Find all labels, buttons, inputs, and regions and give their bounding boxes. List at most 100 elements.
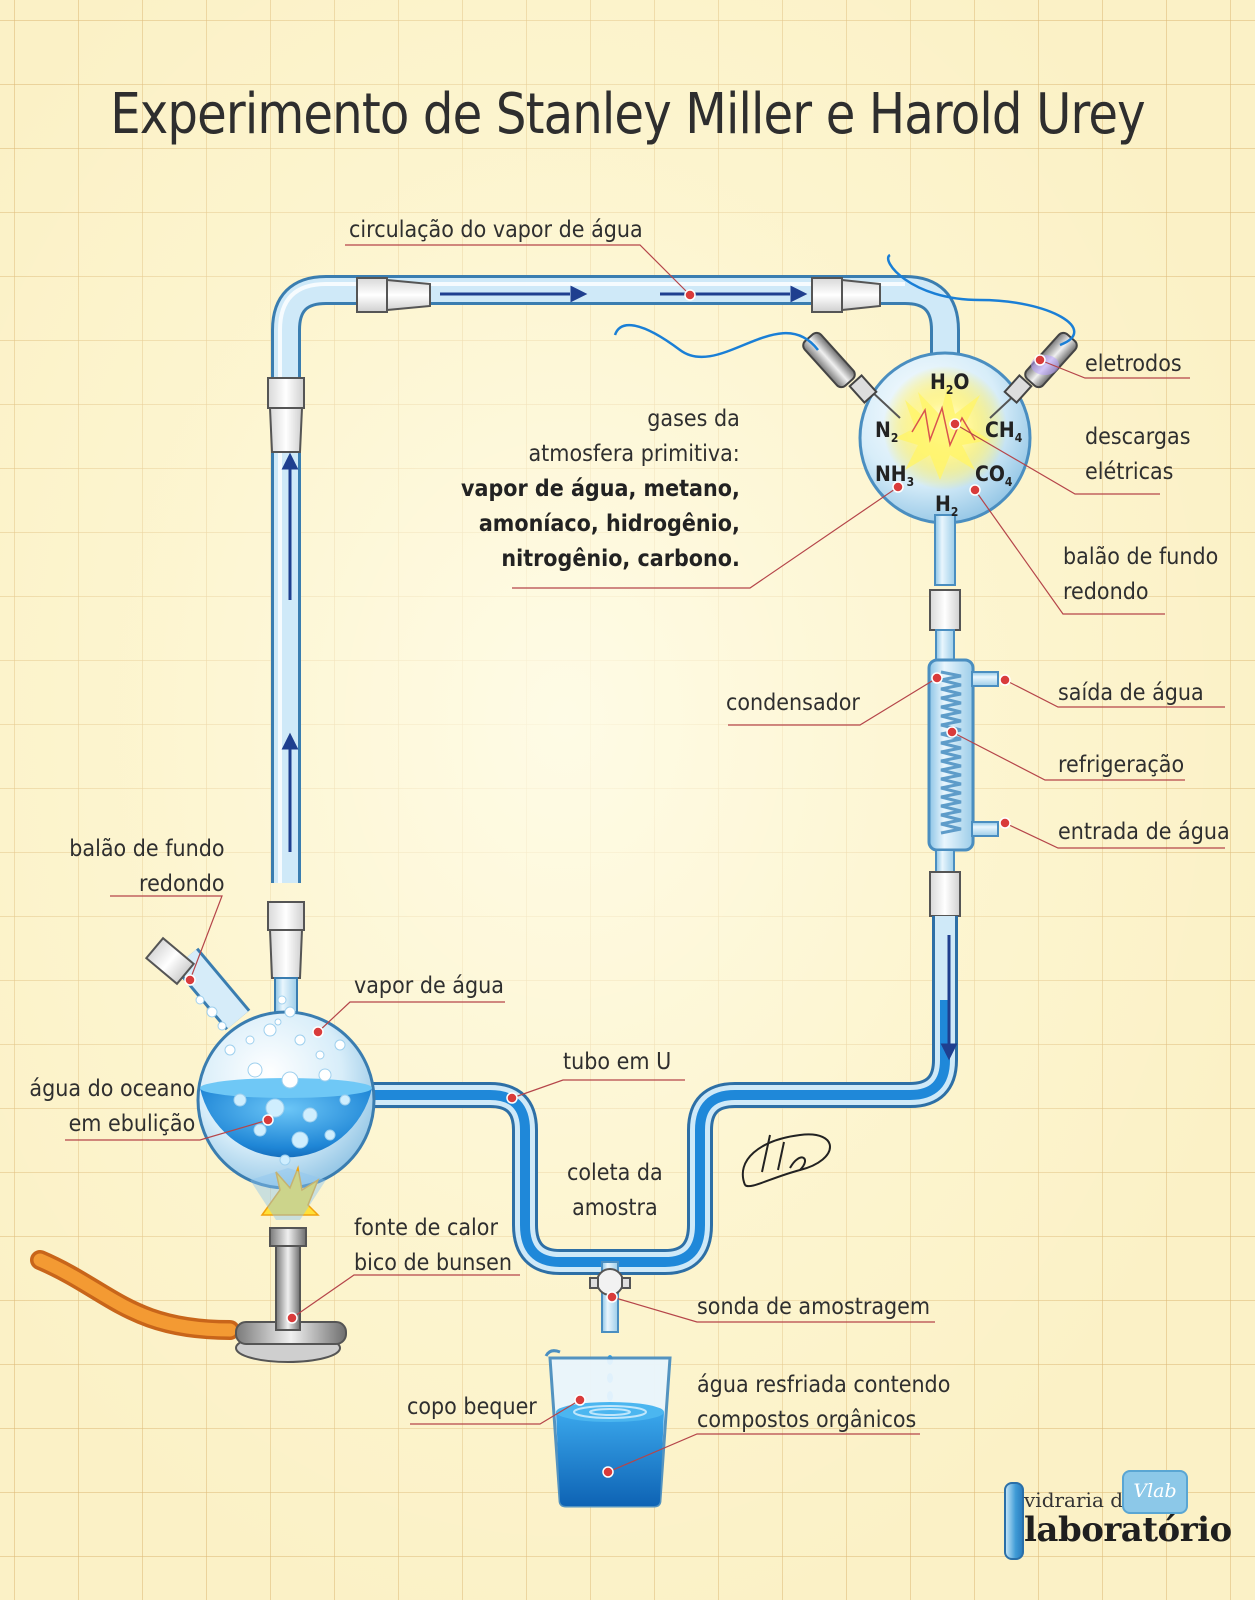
leader-line [1039,359,1190,379]
condenser-unit [927,589,999,917]
bunsen-burner [30,1165,347,1363]
leader-line [291,1274,520,1319]
page-title: Experimento de Stanley Miller e Harold U… [110,82,1145,147]
pointer-dot [262,1114,274,1126]
bubble [324,1129,336,1141]
vapor-tube [271,275,960,883]
bubble [265,1098,285,1118]
pointer-dot [506,1092,518,1104]
bubble [263,1023,277,1037]
leader-line [512,486,899,589]
leader-line [65,1119,269,1141]
label-pointers [65,244,1225,1478]
pointer-dot [312,1026,324,1038]
vidraria-logo: vidraria de laboratório Vlab [1000,1470,1240,1570]
leader-line [1004,679,1225,708]
bubble [217,1021,227,1031]
pointer-dot [892,481,904,493]
pointer-dot [969,484,981,496]
bubble [302,1107,318,1123]
bubble [247,1062,263,1078]
label-cooling: refrigeração [1058,752,1185,778]
label-sampling-probe: sonda de amostragem [697,1294,931,1320]
label-water-vapor: vapor de água [354,973,504,999]
bubble [315,1050,325,1060]
pointer-dot [949,418,961,430]
leader-line [110,895,223,981]
bubble [274,1018,282,1026]
boiling-flask [144,936,376,1190]
pointer-dot [999,817,1011,829]
bubble [291,1131,309,1149]
bubble [318,1068,332,1082]
bubble [206,1006,218,1018]
bubble [339,1094,351,1106]
bubble [224,1044,236,1056]
leader-line [607,1433,920,1473]
bubble [334,1039,346,1051]
leader-line [974,489,1165,615]
bubble [279,1154,291,1166]
bubble [284,1006,296,1018]
bubble [195,995,205,1005]
leader-line [728,677,938,726]
bubble [277,995,287,1005]
leader-line [611,1296,935,1323]
bubble [294,1034,306,1046]
pointer-dot [286,1312,298,1324]
gas-co4: CO4 [975,462,1013,490]
bubble [281,1071,299,1089]
label-water-out: saída de água [1058,680,1204,706]
electrode-wires [613,253,1076,358]
label-water-in: entrada de água [1058,819,1230,845]
electrode-left [802,331,901,419]
label-u-tube: tubo em U [563,1049,672,1075]
artist-signature [742,1133,831,1188]
label-gases-list: vapor de água, metano,amoníaco, hidrogên… [461,476,740,572]
leader-line [954,423,1160,495]
beaker [544,1349,672,1508]
gas-ch4: CH4 [985,418,1023,446]
pointer-dot [606,1291,618,1303]
gas-n2: N2 [875,418,899,446]
test-tube-icon [1004,1482,1024,1560]
sampling-stopcock [589,1261,631,1401]
leader-line [1004,822,1225,849]
bubble [233,1093,247,1107]
reaction-flask [858,351,1032,586]
u-tube [370,916,958,1275]
pointer-dot [574,1394,586,1406]
gas-nh3: NH3 [875,462,915,490]
leader-line [410,1399,581,1425]
bubble [253,1123,267,1137]
pointer-dot [684,289,696,301]
pointer-dot [946,726,958,738]
pointer-dot [931,672,943,684]
gas-h2o: H2O [930,370,970,398]
leader-line [345,244,691,296]
pointer-dot [184,974,196,986]
label-vapor-circulation: circulação do vapor de água [349,217,643,243]
gas-h2: H2 [935,492,959,520]
pointer-dot [1034,354,1046,366]
leader-line [317,1001,505,1033]
ground-glass-joints [267,277,881,979]
bubble [245,1035,255,1045]
vlab-badge: Vlab [1122,1470,1188,1514]
label-condenser: condensador [726,690,860,716]
leader-line [951,731,1185,781]
label-electrodes: eletrodos [1085,351,1182,377]
label-beaker: copo bequer [407,1394,537,1420]
leader-line [511,1079,685,1099]
pointer-dot [999,674,1011,686]
